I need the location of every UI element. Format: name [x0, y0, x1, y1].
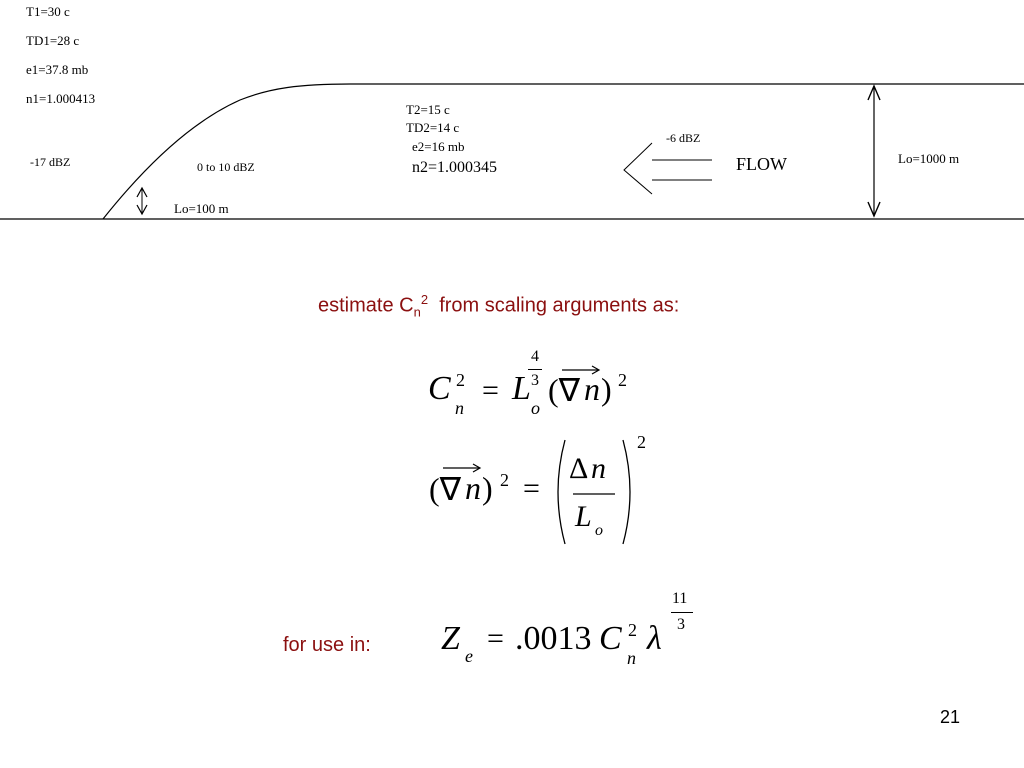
fraction-bar [528, 369, 542, 370]
label-large-scale: Lo=1000 m [898, 151, 959, 166]
label-e2: e2=16 mb [412, 139, 464, 154]
label-td1: TD1=28 c [26, 33, 79, 48]
fraction-bar [671, 612, 693, 613]
equation-gradient: (∇ n ) 2 = Δ n L o 2 [425, 430, 665, 550]
atmosphere-schematic: T1=30 c TD1=28 c e1=37.8 mb n1=1.000413 … [0, 4, 1024, 220]
label-small-scale: Lo=100 m [174, 201, 229, 216]
label-flow-dbz: -6 dBZ [666, 131, 700, 145]
page-number: 21 [939, 707, 960, 727]
label-e1: e1=37.8 mb [26, 62, 88, 77]
label-mid-dbz: 0 to 10 dBZ [197, 160, 255, 174]
parentheses-icon [557, 439, 631, 545]
label-t2: T2=15 c [406, 102, 450, 117]
label-left-dbz: -17 dBZ [30, 155, 70, 169]
equation-ze: Z e = .0013 C n 2 λ 11 3 [435, 588, 715, 678]
equation-cn2: C n 2 = L o 4 3 (∇ n ) 2 [428, 348, 627, 418]
air-mass-boundary [102, 83, 1024, 220]
label-t1: T1=30 c [26, 4, 70, 19]
label-flow: FLOW [736, 154, 787, 174]
vector-arrow-icon [443, 463, 482, 473]
label-n2: n2=1.000345 [412, 159, 497, 176]
scaling-caption: estimate Cn2 from scaling arguments as: [318, 292, 680, 320]
vector-arrow-icon [562, 365, 601, 375]
for-use-label: for use in: [283, 634, 371, 656]
flow-arrow-icon [623, 142, 712, 195]
large-scale-arrow [867, 84, 881, 218]
label-n1: n1=1.000413 [26, 91, 95, 106]
small-scale-arrow [136, 186, 148, 216]
label-td2: TD2=14 c [406, 120, 459, 135]
